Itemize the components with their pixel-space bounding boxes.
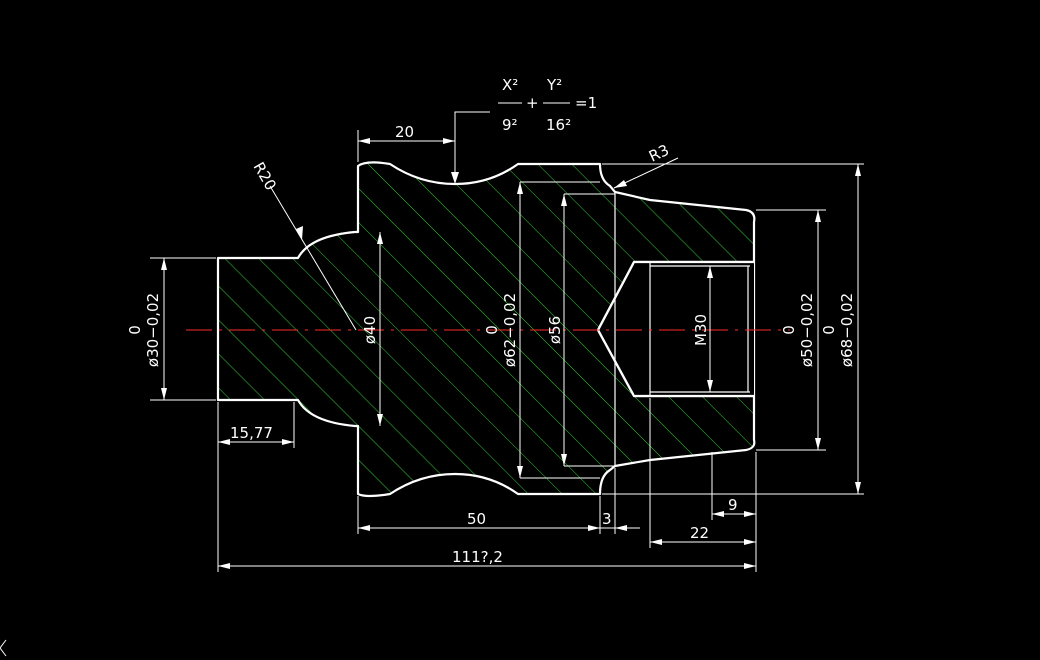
dim-22-label: 22 xyxy=(690,524,709,542)
dim-9-label: 9 xyxy=(728,496,738,514)
dim-total-label: 111?,2 xyxy=(452,548,503,566)
dim-dia-62-arrow-top xyxy=(517,182,523,194)
dim-dia-50: 0 ø50−0,02 xyxy=(756,209,826,451)
dim-r20-arrow xyxy=(296,226,303,240)
dim-m30-arrow-bottom xyxy=(707,380,713,392)
dim-50-arrow-left xyxy=(358,525,370,531)
formula-y-denominator: 16² xyxy=(546,116,571,134)
dim-20-arrow-right xyxy=(443,138,455,144)
formula-x-denominator: 9² xyxy=(502,116,518,134)
dim-dia-40-arrow-bottom xyxy=(377,414,383,426)
ucs-corner-mark xyxy=(0,639,7,657)
dim-50-arrow-right xyxy=(588,525,600,531)
dim-3-arrow xyxy=(615,525,627,531)
formula-x-numerator: X² xyxy=(502,76,518,94)
dim-dia-56: ø56 xyxy=(546,193,615,467)
dim-dia-68-label: ø68−0,02 xyxy=(838,293,856,367)
dim-22: 22 xyxy=(649,398,756,548)
dim-m30: M30 xyxy=(692,266,713,392)
dim-20: 20 xyxy=(357,123,455,162)
dim-dia-68-arrow-bottom xyxy=(855,482,861,494)
formula-y-numerator: Y² xyxy=(546,76,562,94)
dim-dia-40: ø40 xyxy=(361,232,383,426)
dim-dia-68: 0 ø68−0,02 xyxy=(602,163,864,495)
dim-9: 9 xyxy=(711,452,757,548)
dim-total-arrow-left xyxy=(218,563,230,569)
dim-r20-leader xyxy=(269,185,357,331)
dim-15-77-arrow-right xyxy=(282,439,294,445)
dim-50: 50 xyxy=(357,496,601,534)
dim-dia-62-arrow-bottom xyxy=(517,466,523,478)
dim-dia-30-arrow-bottom xyxy=(161,388,167,400)
part-outline xyxy=(216,161,756,498)
dim-total: 111?,2 xyxy=(218,548,757,572)
dim-dia-40-label: ø40 xyxy=(361,316,379,344)
thread-bore xyxy=(634,262,754,396)
dim-r3-label: R3 xyxy=(646,141,672,166)
formula-leader-arrow xyxy=(451,172,459,184)
dim-dia-68-arrow-top xyxy=(855,164,861,176)
dim-15-77: 15,77 xyxy=(217,402,295,572)
dim-dia-30-upper: 0 xyxy=(126,325,144,335)
dim-dia-30: 0 ø30−0,02 xyxy=(126,257,216,401)
dim-dia-30-label: ø30−0,02 xyxy=(144,293,162,367)
dim-m30-label: M30 xyxy=(692,314,710,346)
dim-20-arrow-left xyxy=(358,138,370,144)
dim-dia-40-arrow-top xyxy=(377,232,383,244)
dim-dia-50-arrow-top xyxy=(815,210,821,222)
dim-dia-50-upper: 0 xyxy=(780,325,798,335)
ellipse-formula: X² 9² + Y² 16² =1 xyxy=(451,76,597,184)
dim-50-label: 50 xyxy=(467,510,486,528)
dim-15-77-label: 15,77 xyxy=(230,424,273,442)
dim-9-arrow-right xyxy=(744,511,756,517)
dim-total-arrow-right xyxy=(744,563,756,569)
dim-dia-62-label: ø62−0,02 xyxy=(501,293,519,367)
part-section xyxy=(216,161,756,498)
dim-r20-label: R20 xyxy=(250,159,280,194)
dim-20-label: 20 xyxy=(395,123,414,141)
dim-3: 3 xyxy=(600,468,640,534)
dim-m30-arrow-top xyxy=(707,266,713,278)
section-hatch xyxy=(218,162,755,496)
dim-dia-56-label: ø56 xyxy=(546,316,564,344)
dim-3-label: 3 xyxy=(602,510,612,528)
dim-9-arrow-left xyxy=(712,511,724,517)
formula-leader xyxy=(454,111,490,184)
dim-dia-56-arrow-bottom xyxy=(561,454,567,466)
dim-15-77-arrow-left xyxy=(218,439,230,445)
dim-dia-68-upper: 0 xyxy=(820,325,838,335)
dim-22-arrow-left xyxy=(650,539,662,545)
formula-plus: + xyxy=(526,94,539,112)
formula-equals: =1 xyxy=(575,94,597,112)
dim-dia-62: 0 ø62−0,02 xyxy=(483,181,600,479)
dim-22-arrow-right xyxy=(744,539,756,545)
dim-dia-56-arrow-top xyxy=(561,194,567,206)
dim-dia-30-arrow-top xyxy=(161,258,167,270)
dim-r3-arrow xyxy=(614,180,627,188)
dim-dia-62-upper: 0 xyxy=(483,325,501,335)
dim-dia-50-arrow-bottom xyxy=(815,438,821,450)
dim-dia-50-label: ø50−0,02 xyxy=(798,293,816,367)
